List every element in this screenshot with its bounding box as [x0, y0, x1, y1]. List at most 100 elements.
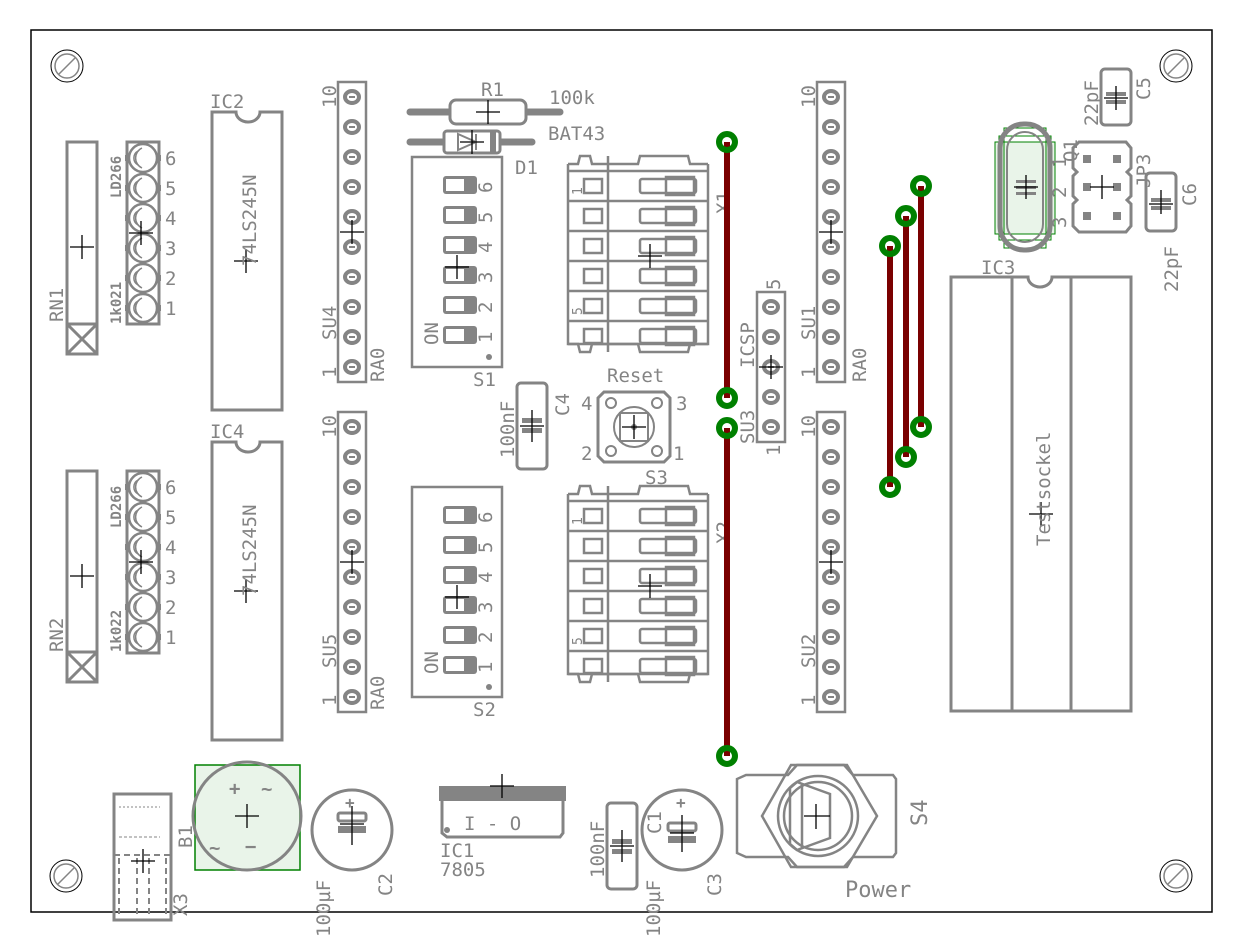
capacitor-c6[interactable] [1144, 171, 1178, 233]
led [125, 202, 161, 234]
resistor-r1[interactable] [406, 98, 564, 126]
led [125, 471, 161, 503]
ic3-value: Testsockel [1033, 432, 1055, 546]
dip-pin-label: 5 [475, 542, 497, 553]
ic4-chip[interactable] [210, 440, 284, 742]
c5-value: 22pF [1081, 80, 1103, 126]
power-switch-s4[interactable] [735, 763, 898, 869]
crystal-q1[interactable] [994, 121, 1056, 253]
dip-pin-label: 4 [475, 242, 497, 253]
bridge-rectifier-b1[interactable]: + ~ ~ − [191, 760, 303, 872]
header-pin [822, 689, 840, 705]
su5-ref: SU5 [319, 634, 341, 668]
header-pin [343, 329, 361, 345]
connector-pin [582, 175, 698, 197]
su1-pin-first: 1 [798, 367, 820, 378]
dip-toggle[interactable] [443, 626, 477, 644]
trace-group [716, 131, 932, 767]
connector-x1[interactable]: 15 [566, 154, 710, 354]
header-su3-icsp[interactable] [755, 290, 787, 444]
jumper-jp3[interactable] [1071, 140, 1133, 234]
header-pin [822, 509, 840, 525]
resistor-network-rn1[interactable]: RN1 [46, 140, 99, 356]
header-su4[interactable] [336, 80, 368, 384]
s2-on: ON [421, 651, 443, 674]
capacitor-c3[interactable]: + [640, 788, 724, 872]
header-pin [343, 599, 361, 615]
dip-toggle[interactable] [443, 266, 477, 284]
led [125, 292, 161, 324]
dip-pin-label: 1 [475, 332, 497, 343]
c2-ref: C2 [375, 873, 397, 896]
c2-value: 100µF [313, 880, 335, 937]
led [125, 621, 161, 653]
connector-pin [582, 295, 698, 317]
header-pin [343, 89, 361, 105]
c1-value: 100nF [587, 821, 609, 878]
ld2-value: LD266 [109, 486, 125, 528]
header-pin [343, 149, 361, 165]
c6-ref: C6 [1179, 183, 1201, 206]
capacitor-c1[interactable] [605, 801, 639, 891]
led [125, 531, 161, 563]
header-pin [822, 449, 840, 465]
su2-pin-first: 1 [798, 695, 820, 706]
header-pin [822, 479, 840, 495]
header-su1[interactable] [815, 80, 847, 384]
b1-minus: − [245, 836, 256, 858]
diode-d1[interactable] [406, 129, 536, 155]
dip-toggle[interactable] [443, 656, 477, 674]
dip-toggle[interactable] [443, 206, 477, 224]
su3-ref: SU3 [737, 410, 759, 444]
c5-ref: C5 [1133, 77, 1155, 100]
rn2-ref: RN2 [46, 618, 68, 652]
resistor-network-rn2[interactable]: RN2 [46, 469, 99, 684]
voltage-regulator-ic1[interactable]: I - O [439, 774, 566, 839]
b1-plus: + [229, 778, 240, 800]
dip-toggle[interactable] [443, 596, 477, 614]
led-pin-label: 6 [165, 477, 176, 499]
dip-toggle[interactable] [443, 236, 477, 254]
header-pin [762, 329, 780, 345]
dip-toggle[interactable] [443, 506, 477, 524]
connector-x2[interactable]: 15 [566, 484, 710, 684]
led [125, 172, 161, 204]
ic2-chip[interactable] [210, 110, 284, 412]
ic2-ref: IC2 [210, 91, 244, 113]
dip-toggle[interactable] [443, 566, 477, 584]
board-outline [30, 29, 1213, 913]
c6-value: 22pF [1161, 246, 1183, 292]
header-su2[interactable] [815, 410, 847, 714]
led [125, 262, 161, 294]
su1-value: RA0 [849, 348, 871, 382]
ld1-value: LD266 [109, 156, 125, 198]
header-pin [822, 599, 840, 615]
dip-toggle[interactable] [443, 296, 477, 314]
capacitor-c5[interactable] [1099, 67, 1133, 127]
capacitor-c4[interactable] [515, 381, 549, 471]
capacitor-c2[interactable]: + [310, 788, 394, 872]
dip-pin-label: 5 [475, 212, 497, 223]
connector-pin [582, 535, 698, 557]
dip-toggle[interactable] [443, 536, 477, 554]
su4-pin-first: 1 [319, 367, 341, 378]
led-pin-label: 4 [165, 208, 176, 230]
header-pin [822, 329, 840, 345]
reset-button-s3[interactable] [596, 390, 672, 464]
connector-pin [582, 205, 698, 227]
dip-toggle[interactable] [443, 326, 477, 344]
ic3-test-socket[interactable] [949, 275, 1133, 713]
power-jack-x3[interactable] [112, 792, 173, 922]
dip-pin-label: 3 [475, 272, 497, 283]
header-pin [762, 299, 780, 315]
dip-toggle[interactable] [443, 176, 477, 194]
su4-value: RA0 [367, 348, 389, 382]
header-su5[interactable] [336, 410, 368, 714]
b1-ac-2: ~ [209, 837, 220, 859]
header-pin [762, 389, 780, 405]
s1-ref: S1 [473, 369, 496, 391]
